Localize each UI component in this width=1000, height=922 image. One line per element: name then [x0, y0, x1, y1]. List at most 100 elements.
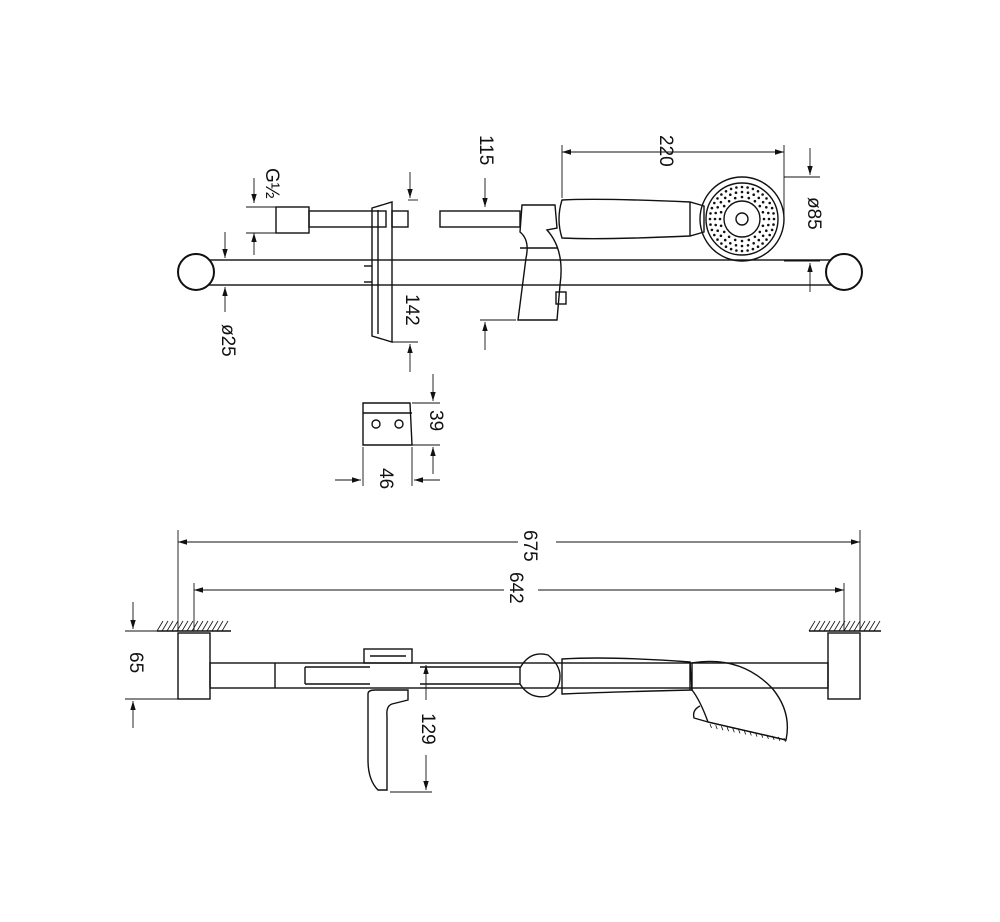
nozzle-dot — [719, 224, 723, 228]
nozzle-dot — [756, 245, 760, 248]
wall-hatch — [818, 620, 826, 632]
nozzle-mark — [738, 729, 741, 734]
wall-mount-right — [827, 632, 861, 700]
nozzle-dot — [713, 217, 717, 221]
nozzle-mark — [743, 730, 747, 735]
nozzle-dot — [772, 223, 775, 226]
slider-top — [517, 204, 567, 321]
hand-shower-top — [558, 176, 785, 262]
nozzle-dot — [756, 190, 760, 193]
nozzle-dot — [757, 196, 761, 200]
nozzle-dot — [734, 244, 738, 247]
label-thread: G½ — [261, 168, 282, 199]
nozzle-dot — [710, 228, 714, 232]
nozzle-dot — [709, 212, 712, 215]
label-overall-length: 675 — [519, 530, 540, 562]
nozzle-mark — [777, 736, 781, 742]
nozzle-dot — [740, 195, 744, 199]
label-head-diameter: ø85 — [803, 197, 824, 230]
nozzle-dot — [716, 238, 719, 241]
nozzle-dot — [765, 197, 768, 200]
nozzle-dot — [727, 199, 731, 203]
nozzle-dot — [709, 223, 712, 226]
wall-hatch — [221, 620, 229, 632]
nozzle-dot — [716, 197, 719, 200]
nozzle-dot — [761, 210, 765, 214]
nozzle-dot — [752, 242, 755, 245]
nozzle-dot — [714, 223, 717, 227]
slider-front — [519, 653, 561, 698]
nozzle-dot — [713, 201, 716, 205]
nozzle-dot — [761, 193, 764, 196]
nozzle-dot — [767, 217, 771, 221]
nozzle-dot — [765, 238, 768, 241]
nozzle-dot — [747, 196, 751, 200]
nozzle-mark — [766, 734, 769, 739]
nozzle-dot — [746, 191, 750, 194]
wall-hatch — [863, 620, 871, 632]
label-bracket-height: 39 — [425, 410, 446, 431]
nozzle-dot — [716, 229, 719, 232]
nozzle-dot — [751, 247, 755, 251]
label-hand-shower-length: 220 — [655, 135, 676, 167]
dim-depth: 142 — [392, 172, 422, 372]
slide-bar-top — [177, 253, 863, 291]
nozzle-mark — [709, 723, 712, 729]
nozzle-mark — [755, 732, 758, 737]
wall-hatch — [181, 620, 189, 632]
nozzle-dot — [753, 199, 757, 203]
nozzle-dot — [733, 238, 737, 242]
nozzle-dot — [747, 238, 751, 242]
nozzle-dot — [770, 228, 774, 232]
dim-hand-shower-length: 220 — [561, 135, 785, 218]
wall-hatch — [848, 620, 856, 632]
hand-shower-front — [561, 657, 789, 743]
label-soap-dish-depth: 129 — [417, 713, 438, 745]
wall-hatch — [808, 620, 816, 632]
slide-bar-front — [209, 662, 829, 689]
dim-thread: G½ — [246, 168, 282, 255]
hose-connector — [275, 206, 521, 234]
wall-right — [808, 620, 881, 632]
nozzle-dot — [723, 196, 727, 200]
nozzle-dot — [716, 206, 719, 209]
nozzle-dot — [765, 229, 768, 232]
wall-hatch — [843, 620, 851, 632]
nozzle-dot — [768, 201, 771, 205]
nozzle-dot — [729, 242, 732, 245]
nozzle-mark — [749, 731, 752, 736]
wall-hatch — [186, 620, 194, 632]
nozzle-dot — [719, 200, 723, 204]
nozzle-mark — [783, 737, 786, 743]
nozzle-dot — [761, 242, 764, 245]
wall-hatch — [868, 620, 876, 632]
nozzle-dot — [719, 210, 723, 214]
nozzle-mark — [726, 727, 729, 732]
nozzle-dot — [746, 249, 749, 252]
wall-hatch — [166, 620, 174, 632]
nozzle-dot — [761, 224, 765, 228]
dim-bar-diameter: ø25 — [217, 232, 238, 357]
nozzle-dot — [723, 238, 727, 242]
label-bar-diameter: ø25 — [217, 324, 238, 357]
nozzle-dot — [719, 234, 723, 238]
nozzle-dot — [727, 235, 731, 239]
dim-wall-projection: 65 — [125, 602, 178, 728]
nozzle-mark — [721, 726, 724, 731]
nozzle-dot — [772, 212, 775, 215]
nozzle-dot — [767, 223, 770, 227]
nozzle-dot — [713, 233, 716, 237]
nozzle-dot — [740, 249, 744, 253]
nozzle-dot — [740, 185, 744, 189]
nozzle-dot — [761, 234, 765, 238]
wall-hatch — [813, 620, 821, 632]
nozzle-dot — [751, 187, 755, 191]
nozzle-dot — [746, 186, 749, 189]
top-view: G½ 115 220 ø85 ø25 — [177, 135, 863, 372]
wall-hatch — [171, 620, 179, 632]
label-bracket-width: 46 — [375, 468, 396, 489]
nozzle-dot — [753, 235, 757, 239]
nozzle-dot — [714, 211, 717, 215]
wall-hatch — [196, 620, 204, 632]
